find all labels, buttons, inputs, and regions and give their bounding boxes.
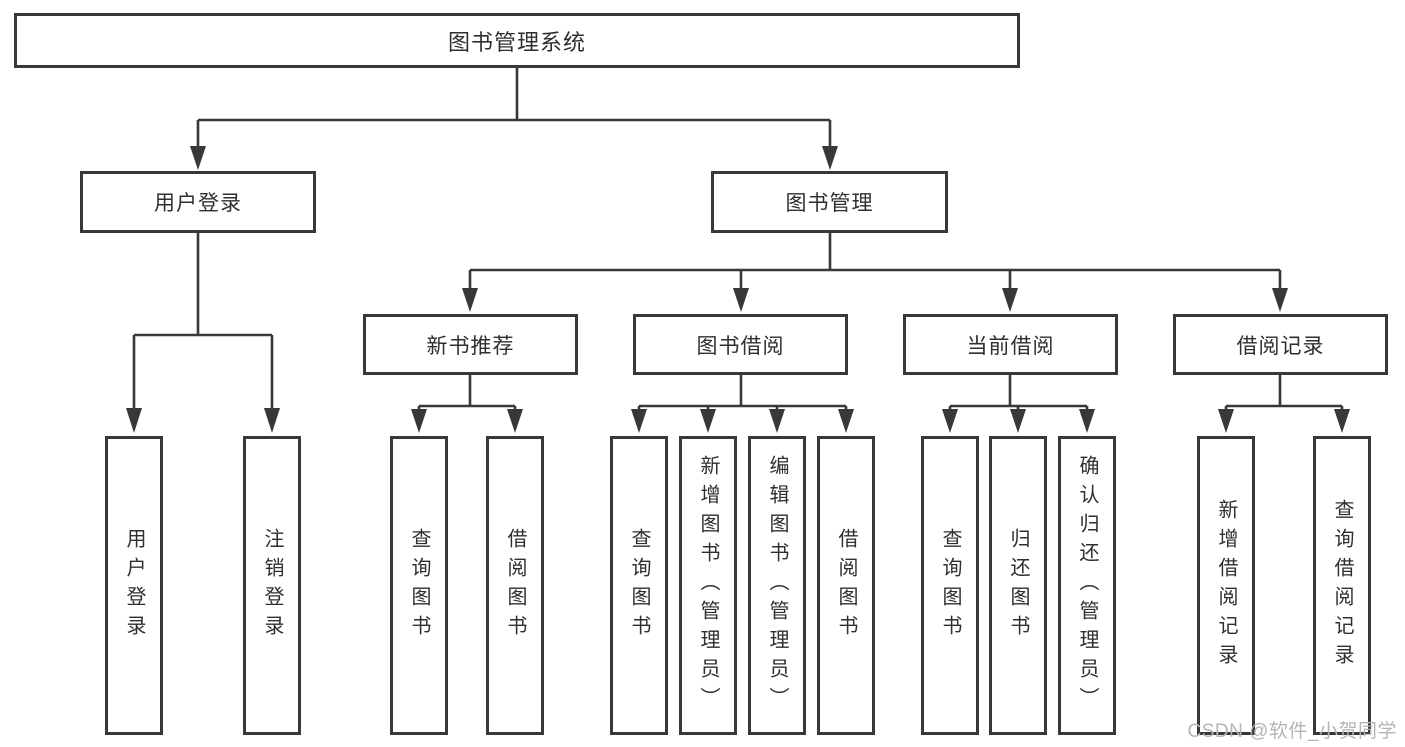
arrowhead [733,288,749,312]
arrowhead [1218,409,1234,433]
node-book-borrow: 图书借阅 [633,314,848,375]
leaf-add-books-admin: 新增图书（管理员） [679,436,737,735]
node-book-management: 图书管理 [711,171,948,233]
edge-root-to-level2 [196,68,832,148]
arrowhead [1002,288,1018,312]
arrowhead [1334,409,1350,433]
node-borrow-records: 借阅记录 [1173,314,1388,375]
leaf-query-books-current: 查询图书 [921,436,979,735]
arrowhead [700,409,716,433]
leaf-return-books: 归还图书 [989,436,1047,735]
leaf-query-borrow-record: 查询借阅记录 [1313,436,1371,735]
arrowhead [942,409,958,433]
leaf-query-books-borrow: 查询图书 [610,436,668,735]
arrowheads [126,146,1350,433]
arrowhead [462,288,478,312]
node-user-login: 用户登录 [80,171,316,233]
leaf-borrow-books: 借阅图书 [817,436,875,735]
leaf-edit-books-admin: 编辑图书（管理员） [748,436,806,735]
arrowhead [264,408,280,433]
leaf-add-borrow-record: 新增借阅记录 [1197,436,1255,735]
leaf-user-login: 用户登录 [105,436,163,735]
edge-new-book-children [417,375,517,411]
arrowhead [822,146,838,170]
leaf-query-books-recommend: 查询图书 [390,436,448,735]
leaf-confirm-return-admin: 确认归还（管理员） [1058,436,1116,735]
arrowhead [838,409,854,433]
arrowhead [631,409,647,433]
edge-user-login-children [132,233,274,410]
arrowhead [1010,409,1026,433]
edge-book-management-children [468,233,1282,290]
leaf-borrow-books-recommend: 借阅图书 [486,436,544,735]
arrowhead [1079,409,1095,433]
arrowhead [411,409,427,433]
arrowhead [507,409,523,433]
leaf-logout: 注销登录 [243,436,301,735]
csdn-watermark: CSDN @软件_小贺同学 [1187,721,1397,742]
node-root-library-system: 图书管理系统 [14,13,1020,68]
arrowhead [190,146,206,170]
edge-book-borrow-children [637,375,848,411]
arrowhead [769,409,785,433]
arrowhead [1272,288,1288,312]
node-current-borrow: 当前借阅 [903,314,1118,375]
arrowhead [126,408,142,433]
node-new-book-recommend: 新书推荐 [363,314,578,375]
edge-borrow-records-children [1224,375,1344,411]
edge-current-borrow-children [948,375,1089,411]
